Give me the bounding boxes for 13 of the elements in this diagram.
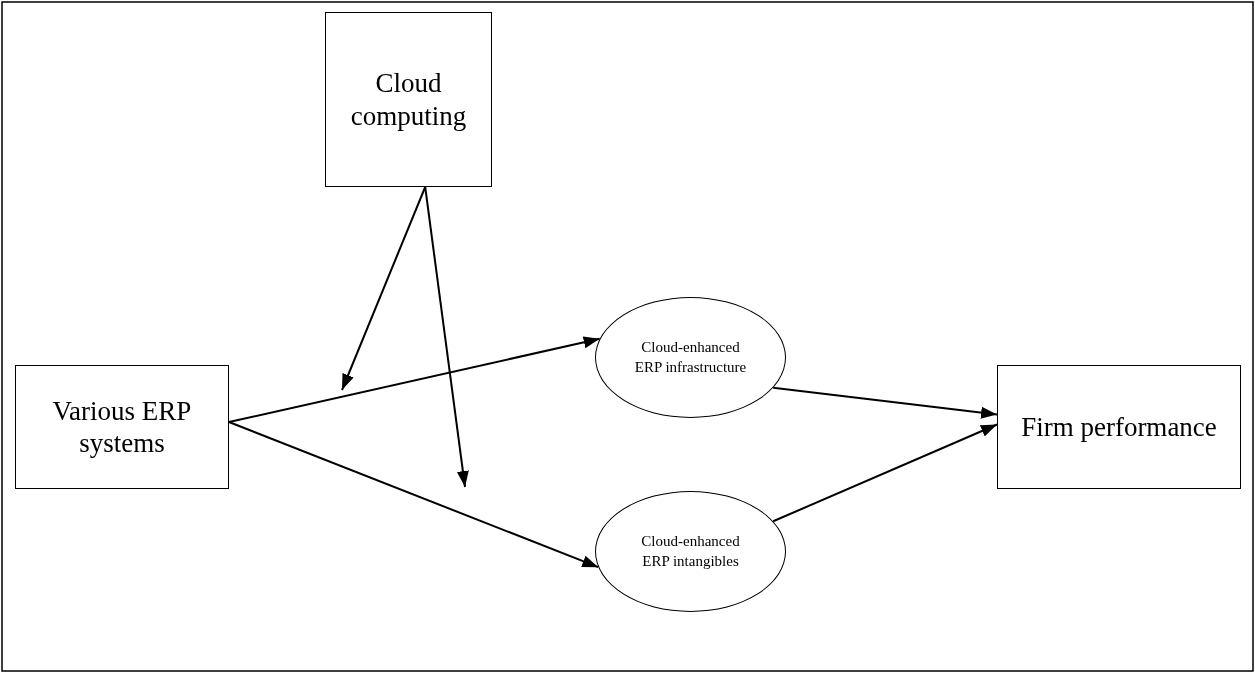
arrow: [772, 423, 998, 523]
process-box: [15, 365, 229, 489]
arrow: [772, 386, 998, 419]
node-label: Firm performance: [1021, 410, 1217, 444]
node-label: Cloud-enhanced ERP infrastructure: [633, 338, 748, 377]
node-label: Various ERP systems: [51, 394, 193, 460]
node-label: Cloud-enhanced ERP intangibles: [640, 532, 741, 571]
node-label: Cloud computing: [349, 67, 468, 132]
arrow: [424, 186, 469, 488]
process-box: [325, 12, 492, 187]
arrow: [228, 421, 600, 569]
process-box: [997, 365, 1241, 489]
arrow: [341, 186, 427, 391]
